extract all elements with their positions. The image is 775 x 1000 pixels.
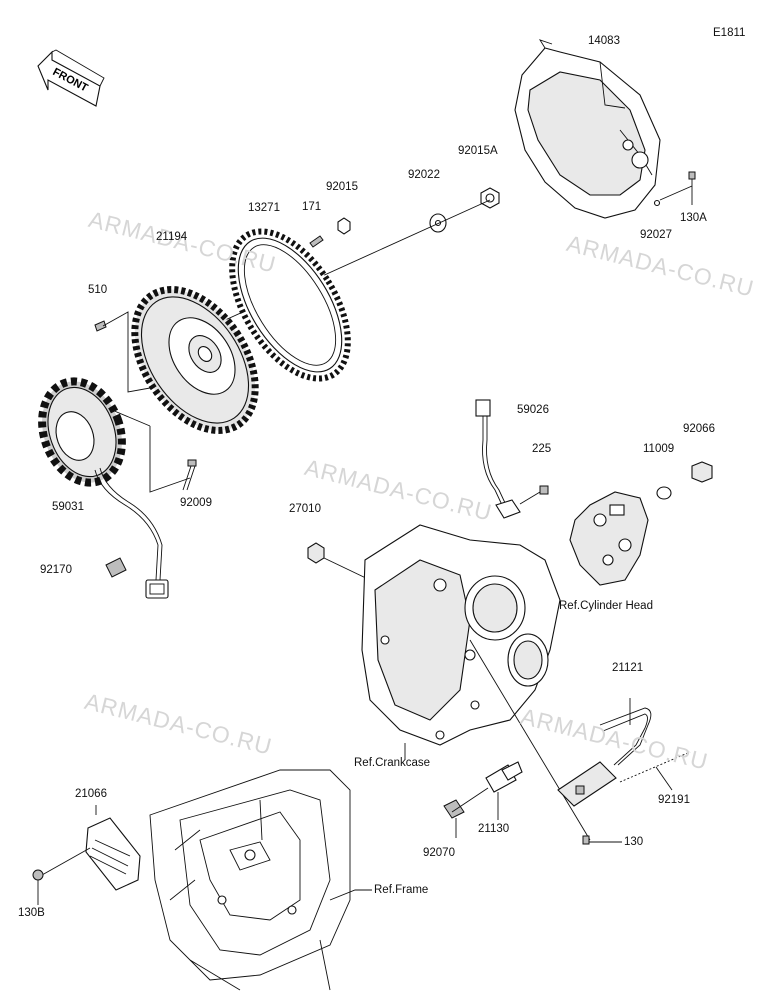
spark-plug-21130: [485, 761, 523, 820]
flywheel-21194: [131, 286, 259, 434]
ref-cylinder-head: Ref.Cylinder Head: [559, 600, 653, 612]
ignition-coil-21121: [557, 707, 652, 807]
bolt-92009: [182, 459, 197, 491]
part-label-92027[interactable]: 92027: [640, 229, 672, 241]
nut-92015: [337, 217, 351, 235]
part-label-510[interactable]: 510: [88, 284, 108, 296]
ref-crankcase: Ref.Crankcase: [354, 757, 431, 769]
frame: [149, 769, 372, 991]
part-label-92009[interactable]: 92009: [180, 497, 212, 509]
part-label-92066[interactable]: 92066: [683, 423, 715, 435]
part-label-92015[interactable]: 92015: [326, 181, 358, 193]
part-label-14083[interactable]: 14083: [588, 35, 620, 47]
part-label-92191[interactable]: 92191: [658, 794, 690, 806]
crankcase: [361, 524, 561, 746]
part-label-92170[interactable]: 92170: [40, 564, 72, 576]
part-label-92070[interactable]: 92070: [423, 847, 455, 859]
cylinder-head: [569, 491, 649, 586]
part-label-171[interactable]: 171: [302, 201, 322, 213]
starter-gear-13271: [229, 228, 351, 382]
bolt-130b: [32, 869, 44, 881]
part-label-13271[interactable]: 13271: [248, 202, 280, 214]
part-label-130b[interactable]: 130B: [18, 907, 45, 919]
part-label-225[interactable]: 225: [532, 443, 552, 455]
bolt-130: [582, 835, 590, 845]
part-label-130a[interactable]: 130A: [680, 212, 707, 224]
part-label-92022[interactable]: 92022: [408, 169, 440, 181]
bolt-225: [539, 485, 549, 495]
part-label-21121[interactable]: 21121: [612, 662, 644, 674]
stator-59031: [38, 377, 169, 599]
part-label-21130[interactable]: 21130: [478, 823, 510, 835]
part-label-59031[interactable]: 59031: [52, 501, 84, 513]
part-label-130[interactable]: 130: [624, 836, 644, 848]
regulator-21066: [85, 805, 141, 891]
spring-92191: [619, 751, 691, 791]
bolt-130a: [659, 171, 696, 205]
key-510: [94, 320, 107, 332]
key-171: [309, 235, 324, 248]
plug-92066: [691, 461, 713, 483]
part-label-59026[interactable]: 59026: [517, 404, 549, 416]
switch-27010: [307, 542, 325, 564]
front-arrow-icon: FRONT: [37, 49, 105, 107]
part-label-27010[interactable]: 27010: [289, 503, 321, 515]
part-label-11009[interactable]: 11009: [643, 443, 675, 455]
generator-cover: [514, 39, 661, 219]
part-label-21194[interactable]: 21194: [156, 231, 188, 243]
sensor-59026: [475, 399, 521, 519]
oring-11009: [656, 486, 672, 500]
clamp-92170: [105, 557, 127, 578]
diagram-code: E1811: [713, 27, 746, 39]
washer-92027: [653, 199, 661, 207]
ref-frame: Ref.Frame: [374, 884, 429, 896]
part-label-21066[interactable]: 21066: [75, 788, 107, 800]
cap-92070: [443, 787, 489, 838]
part-label-92015a[interactable]: 92015A: [458, 145, 498, 157]
